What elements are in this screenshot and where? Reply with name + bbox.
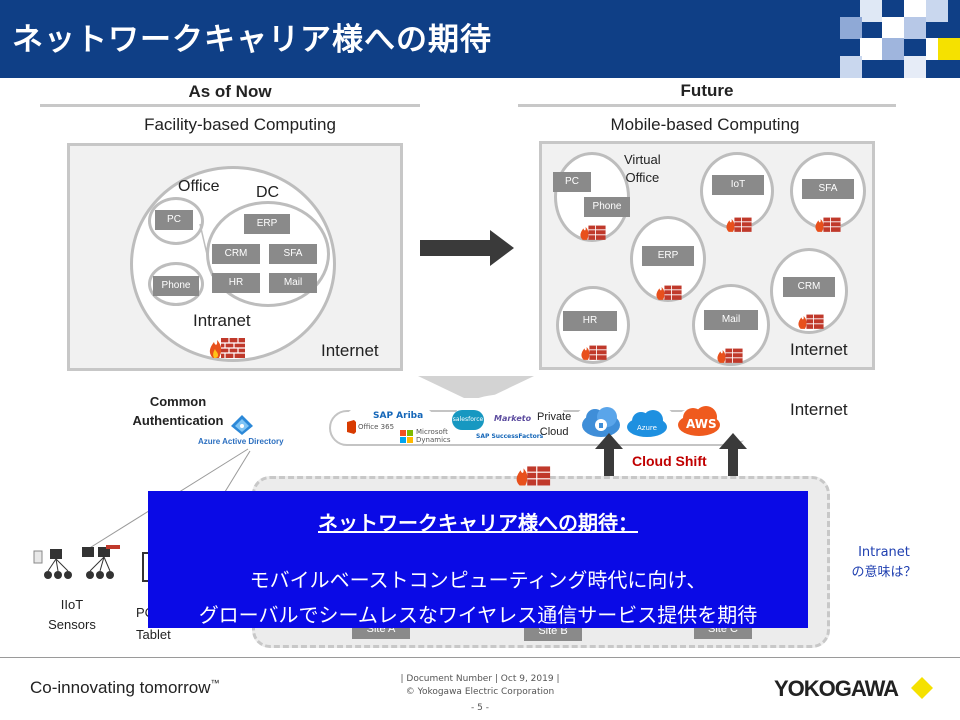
successfactors-logo: SAP SuccessFactors	[476, 433, 544, 440]
office-label: Office	[178, 178, 220, 195]
firewall-icon	[798, 314, 824, 329]
cloud-shift-arrow-right	[719, 433, 747, 495]
right-iot-chip: IoT	[712, 175, 764, 195]
azure-ad-icon	[231, 415, 253, 435]
trademark-symbol: ™	[210, 678, 220, 688]
left-heading-rule	[40, 104, 420, 107]
internet-cloud	[315, 388, 785, 458]
private-cloud-icon	[582, 407, 620, 437]
right-sfa-chip: SFA	[802, 179, 854, 199]
facility-based-subtitle: Facility-based Computing	[144, 115, 336, 134]
overlay-title: ネットワークキャリア様への期待：	[318, 511, 638, 535]
dc-label: DC	[256, 184, 280, 201]
footer-tagline: Co-innovating tomorrow™	[30, 678, 219, 698]
firewall-icon	[516, 466, 551, 486]
intranet-question-label: Intranet の意味は？	[851, 545, 917, 580]
virtual-office-label: Virtual Office	[624, 152, 661, 185]
footer-copyright: © Yokogawa Electric Corporation	[405, 687, 555, 697]
office-dc-connector	[199, 223, 213, 277]
yokogawa-logo: YOKOGAWA	[774, 676, 899, 701]
right-heading-rule	[518, 104, 896, 107]
tagline-text: Co-innovating tomorrow	[30, 678, 211, 697]
iiot-sensors-label: IIoT Sensors	[48, 597, 96, 632]
as-of-now-heading: As of Now	[188, 82, 272, 101]
left-intranet-label: Intranet	[193, 311, 251, 330]
header-mosaic-decoration	[840, 0, 960, 78]
cloud-shift-arrow-left	[595, 433, 623, 495]
cloud-shift-label: Cloud Shift	[632, 453, 707, 469]
right-erp-chip: ERP	[642, 246, 694, 266]
aws-label: AWS	[686, 417, 717, 431]
right-phone-chip: Phone	[584, 197, 630, 217]
firewall-icon	[815, 217, 841, 232]
left-hr-chip: HR	[212, 273, 260, 293]
page-title: ネットワークキャリア様への期待	[12, 22, 492, 58]
private-cloud-label: Private Cloud	[537, 411, 572, 438]
left-mail-chip: Mail	[269, 273, 317, 293]
ms-dynamics-logo: Microsoft Dynamics	[416, 428, 451, 444]
firewall-icon	[209, 338, 245, 358]
left-erp-chip: ERP	[244, 214, 290, 234]
aws-cloud-icon	[678, 406, 720, 436]
overlay-line-1: モバイルベーストコンピューティング時代に向け、	[249, 568, 707, 592]
future-heading: Future	[680, 81, 734, 100]
ms-dynamics-icon	[400, 430, 413, 443]
firewall-icon	[717, 348, 743, 363]
mobile-based-subtitle: Mobile-based Computing	[610, 115, 800, 134]
sap-ariba-logo: SAP Ariba	[373, 411, 424, 421]
footer-doc-line: | Document Number | Oct 9, 2019 |	[400, 674, 560, 684]
funnel-shape	[418, 376, 534, 398]
left-internet-label: Internet	[321, 341, 379, 360]
left-sfa-chip: SFA	[269, 244, 317, 264]
right-crm-chip: CRM	[783, 277, 835, 297]
left-crm-chip: CRM	[212, 244, 260, 264]
expectation-overlay: ネットワークキャリア様への期待： モバイルベーストコンピューティング時代に向け、…	[148, 491, 808, 628]
right-hr-chip: HR	[563, 311, 617, 331]
office365-logo: Office 365	[358, 423, 395, 431]
left-pc-chip: PC	[155, 210, 193, 230]
firewall-icon	[726, 217, 752, 232]
footer-rule	[0, 657, 960, 658]
right-pc-chip: PC	[553, 172, 591, 192]
firewall-icon	[581, 345, 607, 360]
firewall-icon	[580, 225, 606, 240]
overlay-line-2: グローバルでシームレスなワイヤレス通信サービス提供を期待	[198, 603, 758, 627]
right-internet-label: Internet	[790, 340, 848, 359]
right-arrow-icon	[420, 230, 514, 266]
azure-cloud-icon	[627, 410, 667, 437]
common-authentication-label: Common Authentication	[132, 394, 224, 428]
right-mail-chip: Mail	[704, 310, 758, 330]
firewall-icon	[656, 285, 682, 300]
office365-icon	[347, 420, 356, 434]
azure-label: Azure	[637, 424, 657, 432]
marketo-logo: Marketo	[494, 414, 532, 423]
azure-ad-label: Azure Active Directory	[198, 437, 284, 446]
left-phone-chip: Phone	[153, 276, 199, 296]
iiot-sensors-icon	[33, 545, 120, 579]
header-bar	[0, 0, 960, 78]
footer-page-number: - 5 -	[471, 703, 489, 713]
salesforce-logo: salesforce	[452, 410, 484, 430]
yokogawa-diamond-icon	[911, 677, 933, 699]
middle-internet-label: Internet	[790, 400, 848, 419]
